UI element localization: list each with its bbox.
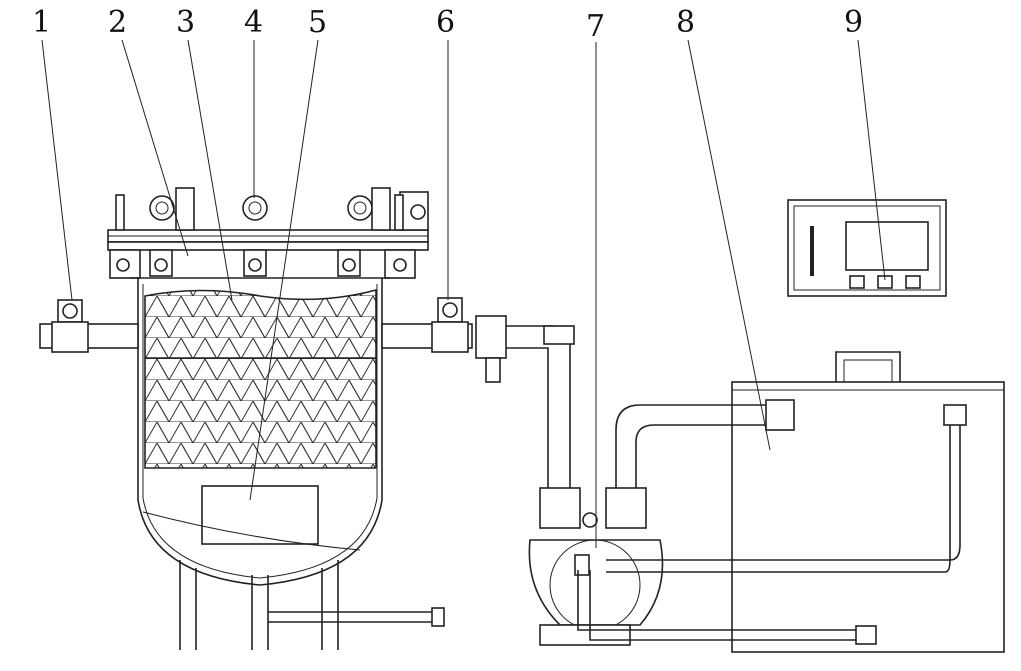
controller: [787, 199, 947, 297]
vessel-legs: [179, 560, 445, 650]
label-7: 7: [586, 9, 606, 44]
outlet-valve: [381, 297, 507, 383]
leader-lines: [41, 39, 886, 548]
lower-chamber: [142, 485, 361, 551]
label-3: 3: [176, 5, 196, 40]
label-5: 5: [308, 5, 328, 40]
label-2: 2: [108, 5, 128, 40]
inlet-valve: [39, 299, 139, 353]
label-1: 1: [32, 5, 52, 40]
packing-bed: [144, 288, 377, 469]
water-tank: [731, 351, 1005, 653]
pipe-to-pump: [506, 325, 575, 490]
label-8: 8: [676, 5, 696, 40]
lid-bolts: [115, 187, 404, 277]
label-4: 4: [244, 5, 264, 40]
label-6: 6: [436, 5, 456, 40]
pipe-pump-to-tank: [577, 399, 967, 645]
reactor-vessel: [107, 191, 429, 586]
label-9: 9: [844, 5, 864, 40]
